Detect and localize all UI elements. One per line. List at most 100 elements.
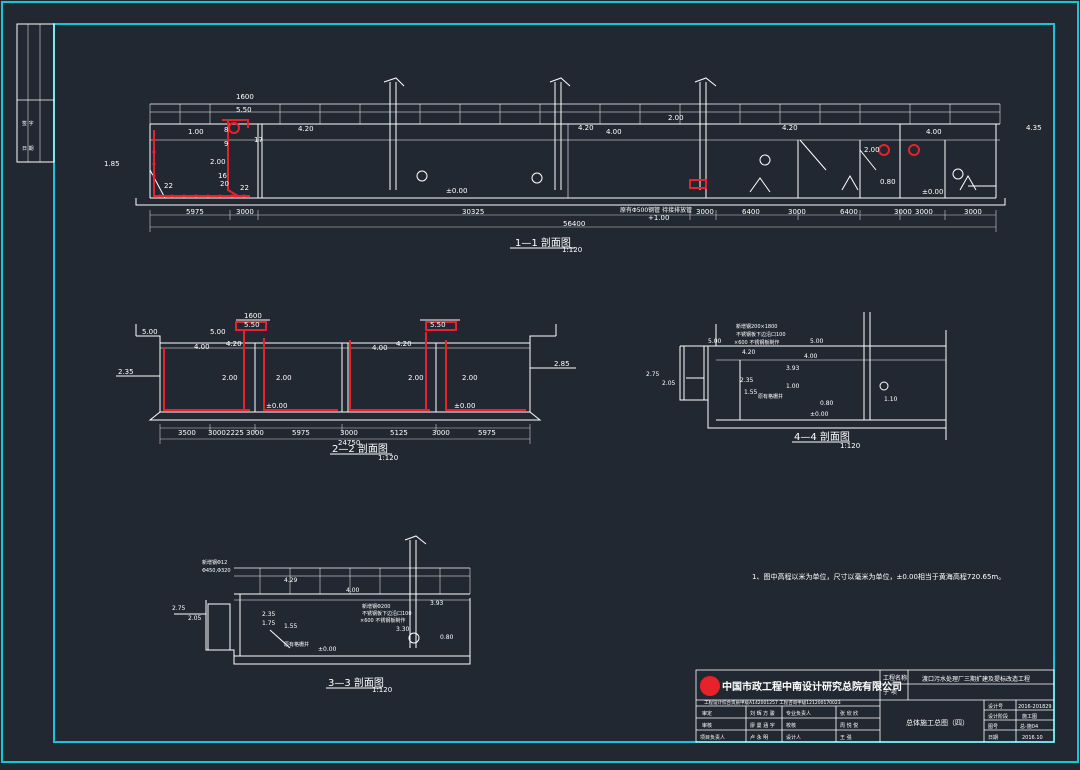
s33-level-205: 2.05	[188, 615, 202, 622]
s22-dim-8: 3000	[432, 429, 450, 437]
s11-dim-7: 6400	[840, 208, 858, 216]
tb-r2c4: 周 悦 悦	[840, 722, 858, 729]
s11-level-420a: 4.20	[298, 125, 314, 133]
s22-level-235: 2.35	[118, 368, 134, 376]
s44-note-2: 不锈钢板下边沿口100	[736, 331, 786, 338]
s22-top-dim: 1600	[244, 312, 262, 320]
s11-num-8: 8	[224, 126, 228, 134]
s33-level-000: ±0.00	[318, 646, 337, 653]
tb-r1c3: 专业负责人	[786, 710, 811, 717]
tb-drawing-no: 总-施04	[1020, 723, 1038, 730]
s33-note-2: Φ450,Φ320	[202, 568, 231, 574]
tb-r2c2: 廖 曼 涵 宇	[750, 722, 775, 729]
s11-level-550: 5.50	[236, 106, 252, 114]
tb-r1c2: 刘 辉 方 骏	[750, 710, 775, 717]
tb-r2c1: 审核	[702, 722, 712, 729]
tb-r1c1: 审定	[702, 710, 712, 717]
s11-num-22a: 22	[164, 182, 173, 190]
s22-level-400a: 4.00	[194, 343, 210, 351]
s11-title: 1—1 剖面图	[515, 236, 571, 249]
s33-level-330: 3.30	[396, 626, 410, 633]
s44-scale: 1:120	[840, 442, 860, 450]
s22-level-550a: 5.50	[244, 321, 260, 329]
s11-level-400b: 4.00	[926, 128, 942, 136]
s33-title: 3—3 剖面图	[328, 676, 384, 689]
tb-design-no: 2016-201829	[1018, 704, 1052, 710]
tb-r3c1: 项目负责人	[700, 734, 725, 741]
s22-level-200c: 2.00	[408, 374, 424, 382]
s22-dim-2: 3000	[208, 429, 226, 437]
s11-num-9: 9	[224, 140, 228, 148]
s22-level-200d: 2.00	[462, 374, 478, 382]
s33-note-4: 不锈钢板下边沿口100	[362, 610, 412, 617]
company-name: 中国市政工程中南设计研究总院有限公司	[722, 680, 902, 693]
s11-dim-6: 3000	[788, 208, 806, 216]
s11-level-000a: ±0.00	[446, 187, 467, 195]
s22-dim-9: 5975	[478, 429, 496, 437]
s33-note-5: ×600 不锈钢板制作	[360, 617, 405, 624]
left-strip	[16, 23, 55, 163]
s11-scale: 1:120	[562, 246, 582, 254]
title-block	[695, 669, 1055, 743]
s22-level-285: 2.85	[554, 360, 570, 368]
s44-level-393: 3.93	[786, 365, 800, 372]
s44-level-080: 0.80	[820, 400, 834, 407]
s33-level-080: 0.80	[440, 634, 454, 641]
project-name: 渡口污水处理厂三期扩建及提标改造工程	[922, 675, 1030, 683]
s11-level-420b: 4.20	[578, 124, 594, 132]
s22-level-500a: 5.00	[142, 328, 158, 336]
s11-level-000b: ±0.00	[922, 188, 943, 196]
s44-title: 4—4 剖面图	[794, 430, 850, 443]
s11-dim-1: 5975	[186, 208, 204, 216]
s11-level-200b: 2.00	[668, 114, 684, 122]
s22-level-200a: 2.00	[222, 374, 238, 382]
s22-dim-1: 3500	[178, 429, 196, 437]
s33-level-393: 3.93	[430, 600, 444, 607]
project-label: 工程名称	[883, 674, 907, 682]
s33-level-429: 4.29	[284, 577, 298, 584]
s22-level-200b: 2.00	[276, 374, 292, 382]
s11-level-100: 1.00	[188, 128, 204, 136]
s33-note-6: 原有格栅井	[284, 641, 309, 648]
s11-dim-total: 56400	[563, 220, 585, 228]
s33-level-235: 2.35	[262, 611, 276, 618]
section-3-3	[174, 535, 471, 665]
s22-dim-4: 3000	[246, 429, 264, 437]
inner-frame	[53, 23, 1055, 743]
s22-level-400b: 4.00	[372, 344, 388, 352]
s33-level-175: 1.75	[262, 620, 276, 627]
tb-stage: 施工图	[1022, 713, 1037, 720]
svg-text:日 期: 日 期	[22, 146, 34, 152]
s33-note-3: 新增钢Φ200	[362, 603, 390, 610]
section-1-1	[135, 77, 1006, 206]
s33-level-275: 2.75	[172, 605, 186, 612]
tb-r3c4: 王 强	[840, 735, 852, 741]
tb-design-no-label: 设计号	[988, 703, 1003, 710]
s44-level-235: 2.35	[740, 377, 754, 384]
tb-r3c2: 卢 永 明	[750, 734, 768, 741]
s11-dim-4: 3000	[696, 208, 714, 216]
s44-level-110: 1.10	[884, 396, 898, 403]
s22-level-000a: ±0.00	[266, 402, 287, 410]
s11-top-dim: 1600	[236, 93, 254, 101]
svg-text:签 字: 签 字	[22, 120, 34, 127]
s11-pipe-note: 原有Φ500钢管 待接排放管	[620, 206, 692, 214]
tb-drawing-no-label: 图号	[988, 724, 998, 730]
s11-num-16: 16	[218, 172, 227, 180]
s11-level-200c: 2.00	[864, 146, 880, 154]
tb-date: 2016.10	[1022, 735, 1043, 741]
section-4-4	[679, 312, 947, 440]
s44-note-4: 原有格栅井	[758, 393, 783, 400]
s44-level-500a: 5.00	[708, 338, 722, 345]
section-1-1-dimensions	[149, 210, 997, 232]
s22-scale: 1:120	[378, 454, 398, 462]
s11-num-22b: 22	[240, 184, 249, 192]
s44-note-1: 新增钢200×1800	[736, 323, 777, 330]
drawing-name: 总体施工总图（四）	[906, 718, 969, 727]
s33-scale: 1:120	[372, 686, 392, 694]
company-logo	[700, 676, 720, 696]
subitem-label: 子 项	[883, 689, 897, 696]
s44-level-420: 4.20	[742, 349, 756, 356]
s11-num-20: 20	[220, 180, 229, 188]
